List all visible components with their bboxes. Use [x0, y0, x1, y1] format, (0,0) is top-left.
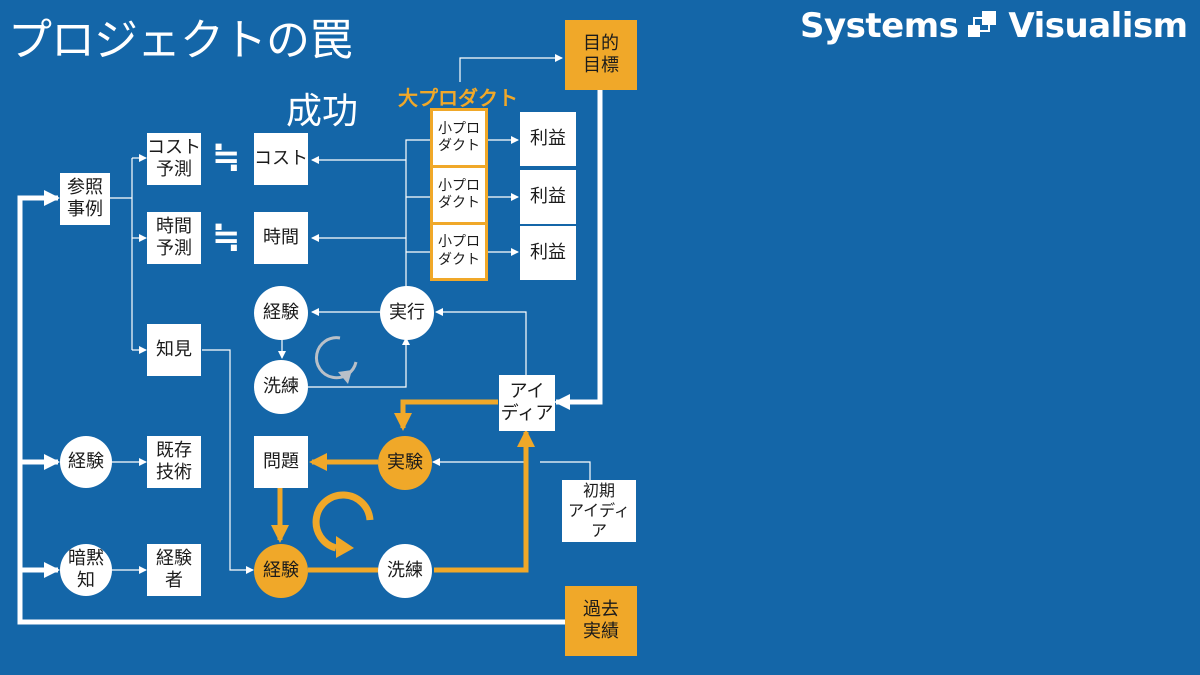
cycle-arrow-icon-gray: [314, 336, 358, 384]
brand-logo: Systems Visualism: [800, 6, 1188, 46]
approx-symbol-cost: ≒: [212, 137, 241, 177]
page-title: プロジェクトの罠: [8, 15, 353, 66]
small-product-box: 小プロ ダクト: [433, 225, 485, 278]
small-product-box: 小プロ ダクト: [433, 111, 485, 165]
experiment-circle: 実験: [378, 436, 432, 490]
reference-cases-box: 参照 事例: [60, 173, 110, 225]
existing-tech-box: 既存 技術: [147, 436, 201, 488]
cycle-arrow-icon-orange: [312, 491, 374, 558]
experience-circle-top: 経験: [254, 286, 308, 340]
idea-box: アイ ディア: [499, 375, 555, 431]
cost-box: コスト: [254, 133, 308, 185]
small-product-box: 小プロ ダクト: [433, 168, 485, 222]
approx-symbol-time: ≒: [212, 217, 241, 257]
page-subtitle: 成功: [286, 91, 359, 132]
goal-box: 目的 目標: [565, 20, 637, 90]
brand-text-left: Systems: [800, 6, 959, 46]
big-product-label: 大プロダクト: [398, 86, 518, 110]
refinement-circle-bottom: 洗練: [378, 544, 432, 598]
experience-circle-orange: 経験: [254, 544, 308, 598]
initial-idea-box: 初期 アイディア: [562, 480, 636, 542]
cost-estimate-box: コスト 予測: [147, 133, 201, 185]
brand-text-right: Visualism: [1008, 6, 1188, 46]
problem-box: 問題: [254, 436, 308, 488]
profit-box: 利益: [520, 226, 576, 280]
execution-circle: 実行: [380, 286, 434, 340]
profit-box: 利益: [520, 112, 576, 166]
tacit-knowledge-circle: 暗黙 知: [60, 544, 112, 596]
past-results-box: 過去 実績: [565, 586, 637, 656]
time-box: 時間: [254, 212, 308, 264]
experienced-person-box: 経験 者: [147, 544, 201, 596]
profit-box: 利益: [520, 170, 576, 224]
systems-visualism-logo-icon: [968, 11, 997, 37]
time-estimate-box: 時間 予測: [147, 212, 201, 264]
refinement-circle-top: 洗練: [254, 360, 308, 414]
knowledge-box: 知見: [147, 324, 201, 376]
experience-circle-left: 経験: [60, 436, 112, 488]
